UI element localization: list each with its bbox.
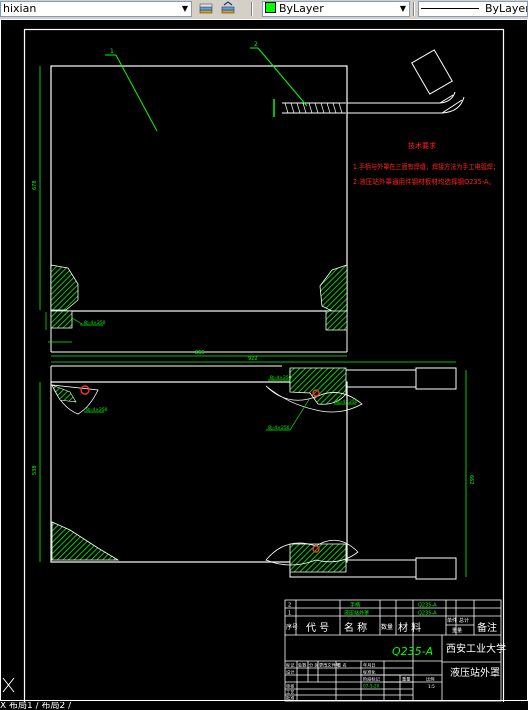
header-remark: 备注 bbox=[477, 621, 497, 634]
dim-width-inner: 865 bbox=[195, 350, 205, 356]
layout-tabs-label: X 布局1 / 布局2 / bbox=[0, 702, 72, 710]
chevron-down-icon[interactable]: ▼ bbox=[181, 4, 189, 13]
header-weight: 重量 bbox=[452, 627, 462, 634]
header-name: 名 称 bbox=[344, 621, 367, 634]
layer-states-icon[interactable] bbox=[197, 1, 215, 17]
scale-label: 比例 bbox=[426, 676, 434, 683]
craft-label: 工艺 bbox=[286, 690, 294, 695]
weld-note-3: 8▷4×250 bbox=[268, 425, 290, 431]
dim-width-total: 922 bbox=[248, 356, 258, 362]
layout-tabs[interactable]: X 布局1 / 布局2 / bbox=[0, 702, 528, 710]
header-code: 代 号 bbox=[306, 622, 329, 634]
scale-value: 1:5 bbox=[428, 684, 435, 689]
layer-previous-icon[interactable] bbox=[219, 1, 237, 17]
part-name: 液压站外罩 bbox=[450, 666, 500, 679]
part-row-2-material: Q235-A bbox=[418, 603, 437, 609]
drawing-frame bbox=[23, 28, 505, 702]
header-qty: 数量 bbox=[381, 623, 393, 631]
title-block-text: 2 手柄 Q235-A 1 液压站外罩 Q235-A 序号 代 号 名 称 数量… bbox=[286, 602, 506, 702]
row-label-change: 更改文件号 bbox=[319, 662, 340, 669]
row-label-zone: 分 区 bbox=[309, 662, 319, 669]
weld-note-1: 8▷4×250 bbox=[84, 320, 106, 326]
chevron-down-icon[interactable]: ▼ bbox=[399, 4, 407, 13]
part-row-2-seq: 2 bbox=[288, 603, 291, 609]
part-row-2-name: 手柄 bbox=[350, 602, 360, 609]
dim-height-right: 662 bbox=[468, 475, 474, 485]
toolbar-separator bbox=[251, 2, 253, 16]
title-block bbox=[284, 599, 502, 702]
dim-height-top: 538 bbox=[32, 465, 38, 475]
design-label: 设计 bbox=[286, 669, 294, 676]
row-label-count: 处数 bbox=[298, 662, 307, 669]
toolbar-separator bbox=[413, 2, 415, 16]
linetype-control-dropdown[interactable]: ByLayer bbox=[418, 1, 528, 17]
weld-note-2: 8▷4×250 bbox=[86, 407, 108, 413]
tech-req-title: 技术要求 bbox=[408, 141, 436, 150]
front-view bbox=[39, 47, 465, 363]
sheet-border bbox=[0, 19, 528, 701]
stage-label: 阶段标记 bbox=[363, 676, 381, 683]
drawing-canvas[interactable]: 1 2 678 865 922 8▷4×250 技术要求 1.手柄与外罩在三面有… bbox=[0, 19, 528, 702]
dim-height-front: 678 bbox=[32, 180, 38, 190]
top-view bbox=[39, 365, 467, 580]
header-single: 单件 bbox=[447, 617, 457, 624]
balloon-1: 1 bbox=[110, 48, 114, 55]
color-control-label: ByLayer bbox=[279, 2, 324, 15]
material-big: Q235-A bbox=[392, 645, 433, 658]
part-row-1-seq: 1 bbox=[288, 611, 291, 617]
layer-dropdown[interactable]: hixian ▼ bbox=[0, 1, 192, 17]
row-label-mark: 标记 bbox=[286, 662, 295, 669]
part-row-1-name: 液压站外罩 bbox=[344, 610, 369, 617]
standard-label: 标准化 bbox=[363, 669, 376, 676]
row-label-sign: 签 名 bbox=[337, 662, 347, 669]
tech-req-line-2: 2.液压站外罩通用件钢材板材均选择钢Q235-A。 bbox=[353, 177, 495, 186]
part-row-1-material: Q235-A bbox=[418, 611, 437, 617]
approve-label: 批准 bbox=[286, 695, 294, 702]
color-swatch bbox=[265, 2, 276, 13]
weld-note-4: 8▷4×250 bbox=[336, 399, 358, 405]
school-name: 西安工业大学 bbox=[446, 642, 506, 655]
balloon-2: 2 bbox=[254, 41, 258, 48]
properties-toolbar: hixian ▼ ByLayer ▼ ByLayer bbox=[0, 0, 528, 20]
ucs-icon bbox=[2, 677, 15, 693]
header-total: 总计 bbox=[459, 617, 469, 624]
tech-req-line-1: 1.手柄与外罩在三面有焊缝，焊接方法为手工电弧焊； bbox=[353, 162, 499, 171]
weld-note-5: 8▷4×250 bbox=[270, 375, 292, 381]
linetype-preview bbox=[421, 8, 479, 9]
header-material: 材 料 bbox=[398, 621, 421, 634]
header-seq: 序号 bbox=[286, 623, 298, 631]
weight-label: 重量 bbox=[402, 676, 410, 683]
layer-name: hixian bbox=[3, 2, 37, 15]
linetype-control-label: ByLayer bbox=[485, 2, 528, 15]
date-value: 07-5-20 bbox=[363, 684, 380, 689]
color-control-dropdown[interactable]: ByLayer ▼ bbox=[262, 1, 410, 17]
row-label-date: 年月日 bbox=[363, 662, 376, 669]
review-label: 审核 bbox=[286, 683, 295, 690]
